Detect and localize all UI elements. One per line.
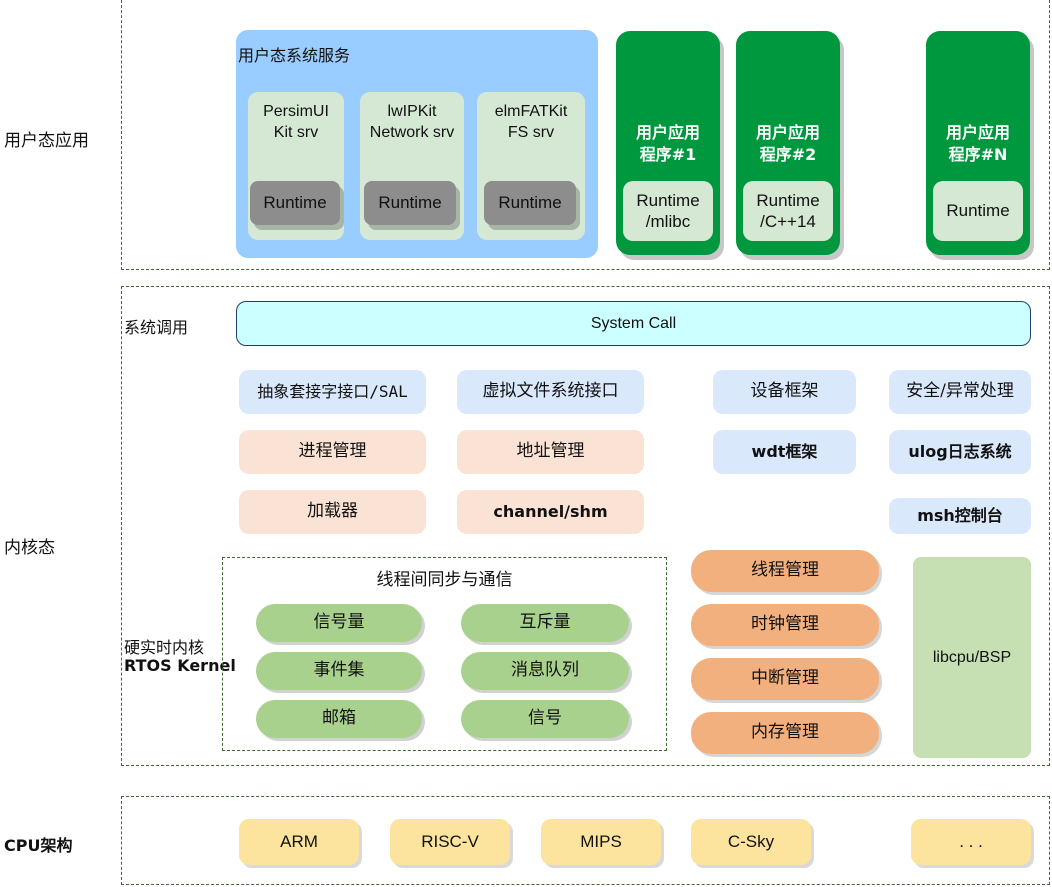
program-runtime: Runtime /mlibc xyxy=(623,181,713,241)
runtime-box: Runtime xyxy=(364,181,456,225)
process-management-box: 进程管理 xyxy=(239,430,426,474)
kernel-section xyxy=(121,286,1050,766)
cpu-riscv: RISC-V xyxy=(390,819,510,865)
message-queue-box: 消息队列 xyxy=(461,652,629,690)
service-name-line1: PersimUI xyxy=(263,103,329,120)
runtime-line1: Runtime xyxy=(636,191,700,210)
memory-management-box: 内存管理 xyxy=(691,712,879,754)
user-space-section xyxy=(121,0,1050,270)
service-name-persimui: PersimUI Kit srv xyxy=(248,100,344,144)
mailbox-box: 邮箱 xyxy=(256,700,422,738)
service-name-line1: lwIPKit xyxy=(387,103,437,120)
thread-management-box: 线程管理 xyxy=(691,550,879,592)
device-framework-box: 设备框架 xyxy=(713,370,856,414)
runtime-box: Runtime xyxy=(250,181,340,225)
ulog-box: ulog日志系统 xyxy=(889,430,1031,474)
service-name-lwip: lwIPKit Network srv xyxy=(360,100,464,144)
interrupt-management-box: 中断管理 xyxy=(691,658,879,700)
semaphore-box: 信号量 xyxy=(256,604,422,642)
sync-comm-title: 线程间同步与通信 xyxy=(376,569,513,590)
user-services-title: 用户态系统服务 xyxy=(238,48,351,65)
security-box: 安全/异常处理 xyxy=(889,370,1031,414)
program-runtime: Runtime xyxy=(933,181,1023,241)
msh-box: msh控制台 xyxy=(889,498,1031,534)
program-title-line2: 程序#2 xyxy=(759,145,817,164)
program-title-line1: 用户应用 xyxy=(755,123,820,142)
program-runtime: Runtime /C++14 xyxy=(743,181,833,241)
cpu-mips: MIPS xyxy=(541,819,661,865)
program-title-line2: 程序#1 xyxy=(639,145,697,164)
mutex-box: 互斥量 xyxy=(461,604,629,642)
rtos-label-cn: 硬实时内核 xyxy=(124,638,205,657)
service-name-line2: Network srv xyxy=(369,124,455,141)
side-label-cpu: CPU架构 xyxy=(4,836,73,855)
signal-box: 信号 xyxy=(461,700,629,738)
side-label-kernel: 内核态 xyxy=(4,538,55,558)
service-name-elmfat: elmFATKit FS srv xyxy=(477,100,585,144)
vfs-box: 虚拟文件系统接口 xyxy=(457,370,644,414)
service-name-line1: elmFATKit xyxy=(494,103,568,120)
syscall-label: 系统调用 xyxy=(124,318,189,337)
service-name-line2: FS srv xyxy=(507,124,555,141)
event-set-box: 事件集 xyxy=(256,652,422,690)
program-title-line1: 用户应用 xyxy=(945,123,1010,142)
user-program-title: 用户应用 程序#2 xyxy=(736,120,840,168)
cpu-arm: ARM xyxy=(239,819,359,865)
side-label-user-app: 用户态应用 xyxy=(4,131,89,151)
address-management-box: 地址管理 xyxy=(457,430,644,474)
user-program-title: 用户应用 程序#N xyxy=(926,120,1030,168)
sync-comm-panel xyxy=(222,557,667,751)
libcpu-bsp-box: libcpu/BSP xyxy=(913,557,1031,758)
clock-management-box: 时钟管理 xyxy=(691,604,879,646)
runtime-line2: /C++14 xyxy=(760,212,816,231)
runtime-line1: Runtime xyxy=(756,191,820,210)
runtime-line2: /mlibc xyxy=(645,212,691,231)
program-title-line2: 程序#N xyxy=(948,145,1008,164)
service-name-line2: Kit srv xyxy=(273,124,319,141)
program-title-line1: 用户应用 xyxy=(635,123,700,142)
runtime-box: Runtime xyxy=(484,181,576,225)
wdt-box: wdt框架 xyxy=(713,430,856,474)
cpu-csky: C-Sky xyxy=(691,819,811,865)
system-call-bar: System Call xyxy=(236,301,1031,346)
sal-box: 抽象套接字接口/SAL xyxy=(239,370,426,414)
loader-box: 加载器 xyxy=(239,490,426,534)
channel-shm-box: channel/shm xyxy=(457,490,644,534)
cpu-section xyxy=(121,796,1050,885)
user-program-title: 用户应用 程序#1 xyxy=(616,120,720,168)
rtos-label-en: RTOS Kernel xyxy=(124,656,236,675)
cpu-more: . . . xyxy=(911,819,1031,865)
